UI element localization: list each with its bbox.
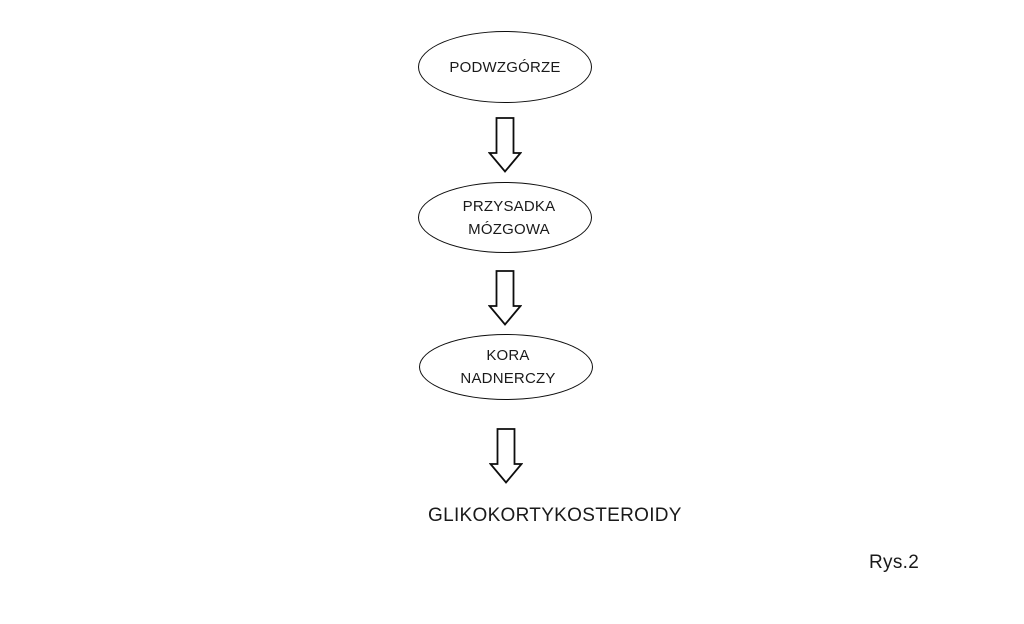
down-arrow-icon xyxy=(488,270,522,326)
node-label: KORA NADNERCZY xyxy=(460,347,556,387)
diagram-output-label: GLIKOKORTYKOSTEROIDY xyxy=(428,505,682,526)
node-label: PODWZGÓRZE xyxy=(449,58,561,76)
down-arrow-icon xyxy=(488,117,522,173)
node-label: PRZYSADKA MÓZGOWA xyxy=(462,197,556,238)
down-arrow-icon xyxy=(489,428,523,484)
diagram-node-adrenal: KORA NADNERCZY xyxy=(419,334,593,400)
figure-caption: Rys.2 xyxy=(869,552,920,573)
diagram-node-hypothalamus: PODWZGÓRZE xyxy=(418,31,592,103)
diagram-node-pituitary: PRZYSADKA MÓZGOWA xyxy=(418,182,592,253)
